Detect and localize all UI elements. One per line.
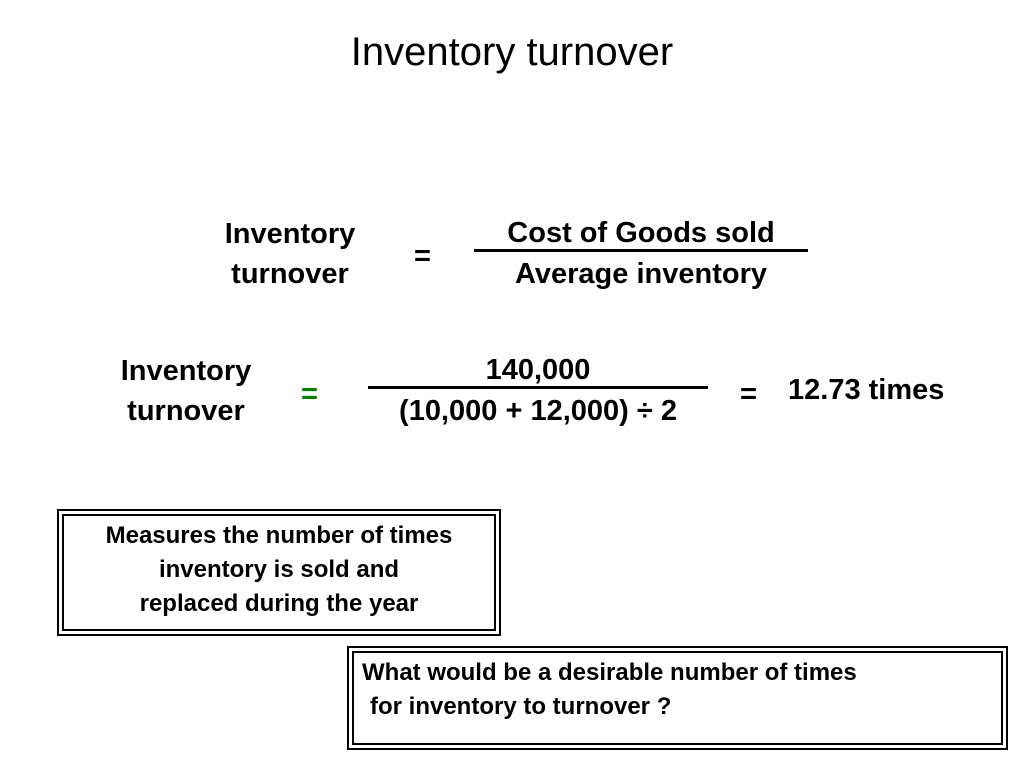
calculation-fraction-bar bbox=[368, 386, 708, 389]
formula-numerator: Cost of Goods sold bbox=[507, 217, 775, 249]
definition-box: Measures the number of times inventory i… bbox=[57, 509, 501, 636]
definition-box-inner-border bbox=[62, 514, 496, 631]
question-text: What would be a desirable number of time… bbox=[362, 656, 1002, 724]
result-equals: = bbox=[740, 378, 757, 410]
formula-fraction-bar bbox=[474, 249, 808, 252]
definition-line3: replaced during the year bbox=[139, 590, 419, 617]
slide-title: Inventory turnover bbox=[350, 30, 674, 74]
question-box: What would be a desirable number of time… bbox=[347, 646, 1008, 750]
formula-label: Inventory turnover bbox=[200, 214, 380, 294]
calculation-denominator: (10,000 + 12,000) ÷ 2 bbox=[399, 395, 677, 427]
calculation-label: Inventory turnover bbox=[96, 351, 276, 431]
definition-line2: inventory is sold and bbox=[158, 556, 400, 583]
definition-text: Measures the number of times inventory i… bbox=[59, 519, 499, 621]
result-value: 12.73 times bbox=[788, 374, 945, 406]
question-line2: for inventory to turnover ? bbox=[370, 693, 672, 720]
formula-label-line2: turnover bbox=[231, 258, 349, 290]
question-box-inner-border bbox=[352, 651, 1003, 745]
calculation-equals: = bbox=[301, 378, 318, 410]
calculation-label-line1: Inventory bbox=[120, 355, 252, 387]
formula-equals: = bbox=[414, 240, 431, 272]
calculation-label-line2: turnover bbox=[127, 395, 245, 427]
formula-denominator: Average inventory bbox=[515, 258, 767, 290]
definition-line1: Measures the number of times bbox=[105, 522, 453, 549]
question-line1: What would be a desirable number of time… bbox=[362, 659, 857, 686]
formula-label-line1: Inventory bbox=[224, 218, 356, 250]
calculation-numerator: 140,000 bbox=[485, 354, 591, 386]
